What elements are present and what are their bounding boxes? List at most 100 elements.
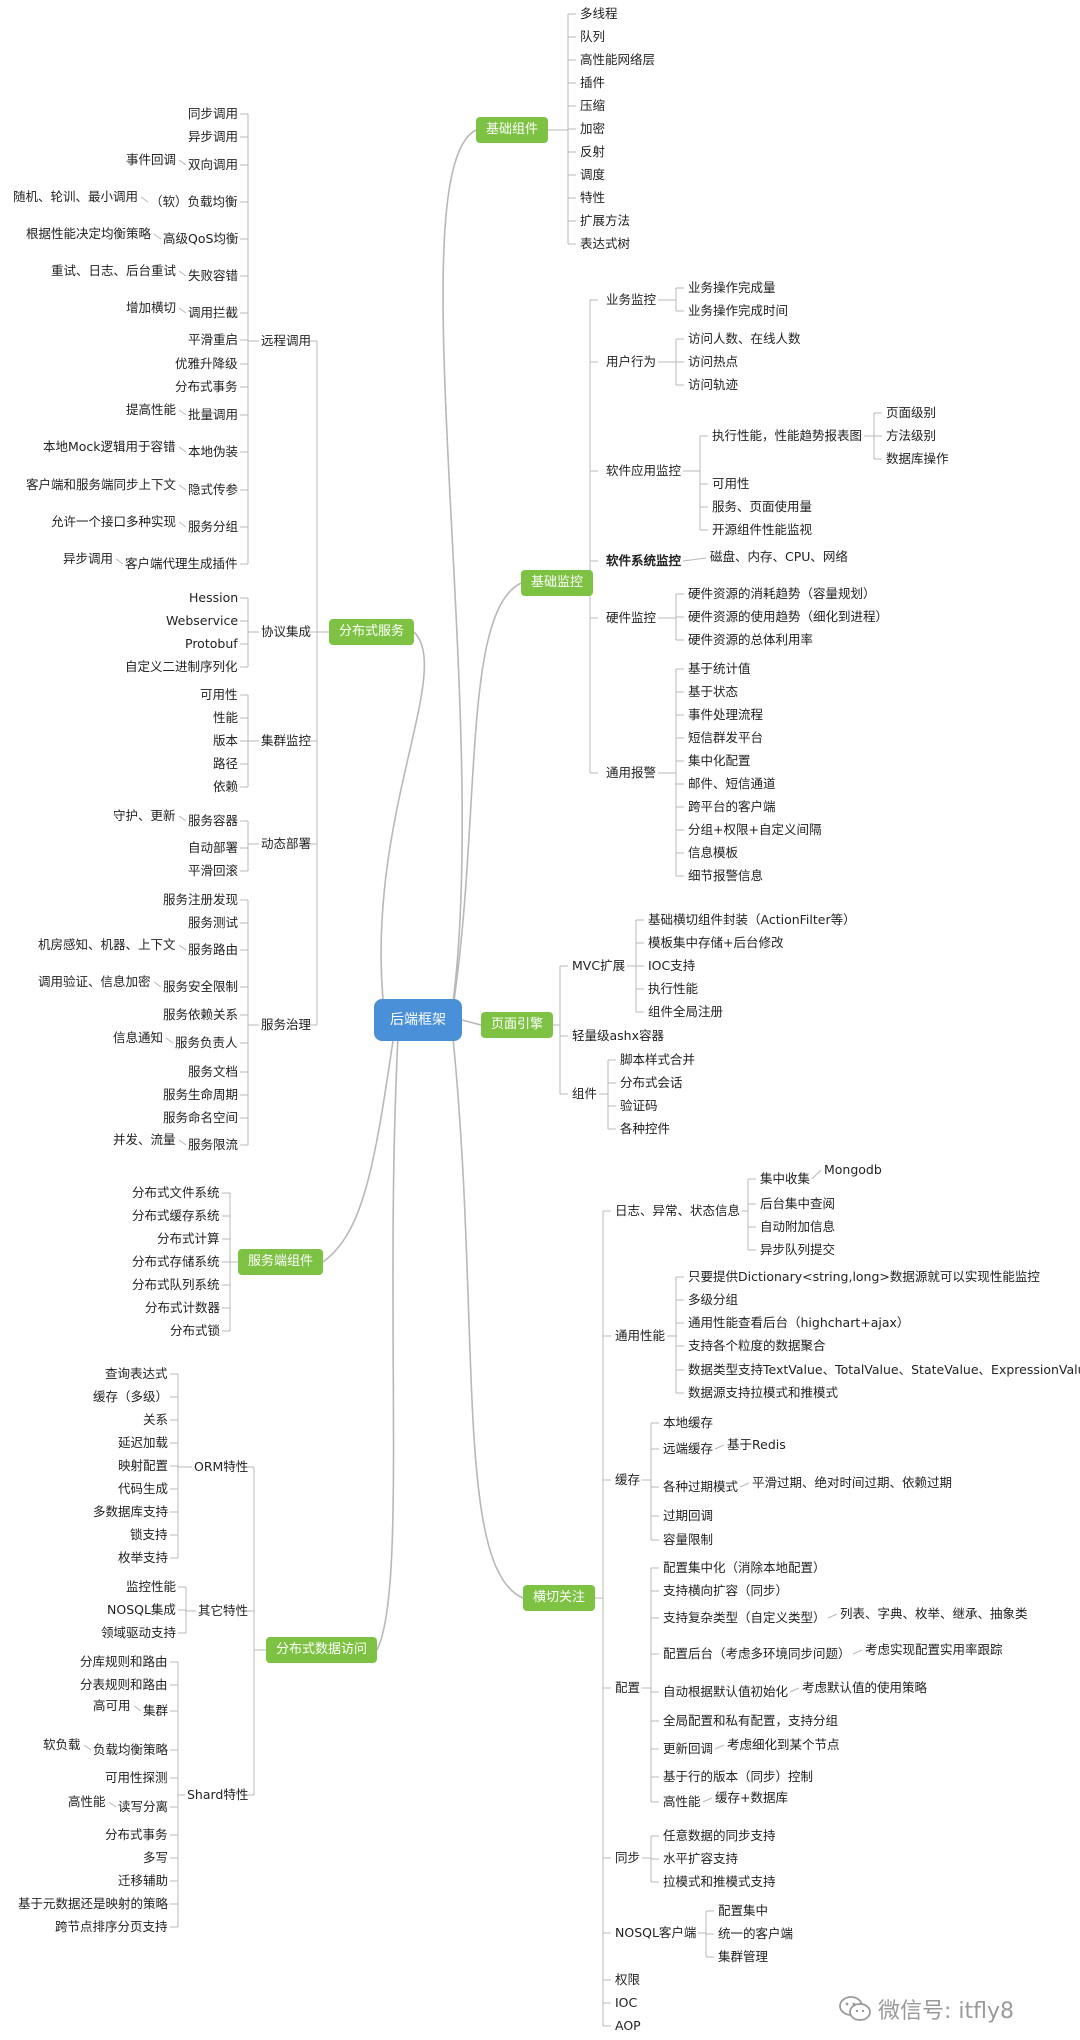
leaf-note: Mongodb <box>824 1162 882 1177</box>
leaf-item: 水平扩容支持 <box>663 1851 739 1866</box>
leaf-item: 异步调用 <box>188 129 239 144</box>
branch-basic-monitoring[interactable]: 基础监控 <box>521 570 594 596</box>
group-label: 用户行为 <box>606 354 657 369</box>
leaf-item: 服务限流 <box>188 1137 239 1152</box>
leaf-item: 基于元数据还是映射的策略 <box>18 1896 169 1911</box>
leaf-item: 可用性探测 <box>105 1770 168 1785</box>
leaf-item: 多级分组 <box>688 1292 739 1307</box>
group-label: 通用报警 <box>606 765 657 780</box>
group-label: 集群监控 <box>261 733 312 748</box>
leaf-item: 迁移辅助 <box>118 1873 169 1888</box>
leaf-item: 失败容错 <box>188 268 239 283</box>
leaf-item: 跨节点排序分页支持 <box>55 1919 168 1934</box>
branch-basic-components[interactable]: 基础组件 <box>476 117 549 143</box>
leaf-item: 分布式会话 <box>620 1075 683 1090</box>
leaf-item: Webservice <box>166 613 239 628</box>
leaf-item: 同步调用 <box>188 106 239 121</box>
group-label: 权限 <box>615 1972 641 1987</box>
group-label: 日志、异常、状态信息 <box>615 1203 741 1218</box>
leaf-item: 自动附加信息 <box>760 1219 836 1234</box>
leaf-item: 更新回调 <box>663 1741 714 1756</box>
leaf-item: 执行性能 <box>648 981 699 996</box>
branch-server-components[interactable]: 服务端组件 <box>238 1249 324 1275</box>
leaf-item: 映射配置 <box>118 1458 169 1473</box>
leaf-item: 短信群发平台 <box>688 730 764 745</box>
group-label: 组件 <box>572 1086 598 1101</box>
leaf-item: 事件处理流程 <box>688 707 764 722</box>
leaf-note: 机房感知、机器、上下文 <box>38 937 176 952</box>
leaf-item: 服务命名空间 <box>163 1110 239 1125</box>
leaf-item: 批量调用 <box>188 407 239 422</box>
leaf-item: 服务分组 <box>188 519 239 534</box>
leaf-item: 分布式队列系统 <box>132 1277 220 1292</box>
leaf-item: 分库规则和路由 <box>80 1654 168 1669</box>
connector <box>178 307 187 314</box>
leaf-note: 考虑实现配置实用率跟踪 <box>865 1642 1003 1657</box>
root-node[interactable]: 后端框架 <box>374 999 462 1041</box>
leaf-item: 关系 <box>143 1412 169 1427</box>
leaf-note: 缓存+数据库 <box>715 1790 788 1805</box>
leaf-item: 组件全局注册 <box>648 1004 724 1019</box>
leaf-item: 服务生命周期 <box>163 1087 239 1102</box>
connector <box>178 409 187 416</box>
leaf-item: 调度 <box>580 167 606 182</box>
leaf-item: 支持复杂类型（自定义类型） <box>663 1610 826 1625</box>
leaf-item: 基于统计值 <box>688 661 751 676</box>
connector <box>178 944 187 951</box>
connector <box>380 631 426 1011</box>
group-label: 配置 <box>615 1680 641 1695</box>
leaf-item: 数据源支持拉模式和推模式 <box>688 1385 839 1400</box>
leaf-item: 分布式锁 <box>170 1323 221 1338</box>
leaf-item: 通用性能查看后台（highchart+ajax） <box>688 1315 910 1330</box>
branch-distributed-services[interactable]: 分布式服务 <box>329 619 415 645</box>
leaf-note: 软负载 <box>43 1737 81 1752</box>
leaf-note: 提高性能 <box>126 402 177 417</box>
leaf-item: 多写 <box>143 1850 169 1865</box>
leaf-item: 容量限制 <box>663 1532 714 1547</box>
leaf-item: 基础横切组件封装（ActionFilter等） <box>648 912 856 927</box>
group-label: 硬件监控 <box>606 610 657 625</box>
leaf-item: 平滑回滚 <box>188 863 239 878</box>
leaf-item: 路径 <box>213 756 239 771</box>
connector <box>178 270 187 277</box>
connector <box>714 1444 725 1450</box>
connector <box>133 1705 142 1712</box>
group-label: MVC扩展 <box>572 958 626 973</box>
leaf-note: 高可用 <box>93 1698 131 1713</box>
leaf-item: 集中化配置 <box>688 753 751 768</box>
connector <box>852 1649 863 1655</box>
leaf-item: 脚本样式合并 <box>620 1052 696 1067</box>
leaf-item: 服务依赖关系 <box>163 1007 239 1022</box>
connector <box>322 1033 395 1263</box>
leaf-item: 插件 <box>580 75 606 90</box>
branch-page-engine[interactable]: 页面引擎 <box>481 1012 554 1038</box>
leaf-item: 平滑重启 <box>188 332 239 347</box>
leaf-note: 并发、流量 <box>113 1132 176 1147</box>
leaf-item: 分表规则和路由 <box>80 1677 168 1692</box>
leaf-item: 优雅升降级 <box>175 356 238 371</box>
leaf-item: 客户端代理生成插件 <box>125 556 238 571</box>
group-label: 其它特性 <box>198 1603 249 1618</box>
branch-distributed-data-access[interactable]: 分布式数据访问 <box>266 1637 378 1663</box>
connector <box>178 1139 187 1146</box>
leaf-item: 特性 <box>580 190 606 205</box>
leaf-item: 高级QoS均衡 <box>163 231 239 246</box>
leaf-item: 业务操作完成时间 <box>688 303 789 318</box>
leaf-item: 开源组件性能监视 <box>712 522 813 537</box>
group-label: IOC <box>615 1995 638 2010</box>
leaf-item: 硬件资源的总体利用率 <box>688 632 814 647</box>
leaf-item: 任意数据的同步支持 <box>663 1828 776 1843</box>
leaf-note: 允许一个接口多种实现 <box>51 514 177 529</box>
watermark: 微信号: itfly8 <box>838 1994 1014 2024</box>
leaf-note: 守护、更新 <box>113 808 176 823</box>
leaf-item: 查询表达式 <box>105 1366 168 1381</box>
leaf-item: 细节报警信息 <box>688 868 764 883</box>
leaf-item: Hession <box>189 590 239 605</box>
leaf-item: 锁支持 <box>130 1527 168 1542</box>
connector <box>442 129 477 1011</box>
leaf-item: 邮件、短信通道 <box>688 776 776 791</box>
leaf-item: 多线程 <box>580 6 618 21</box>
branch-cross-cutting[interactable]: 横切关注 <box>523 1585 596 1611</box>
connector <box>83 1744 92 1751</box>
leaf-note: 考虑默认值的使用策略 <box>802 1680 928 1695</box>
